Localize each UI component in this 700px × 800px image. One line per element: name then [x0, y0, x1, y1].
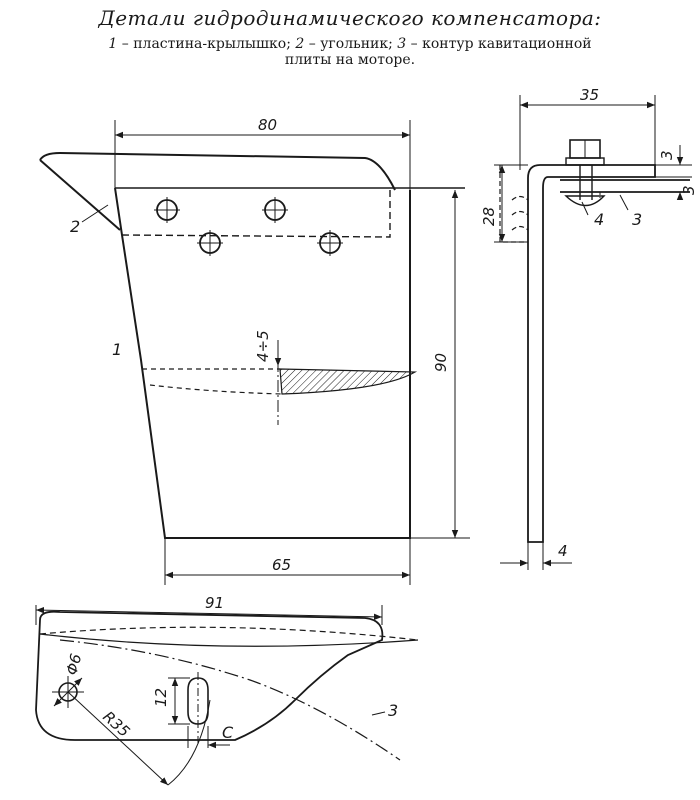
dim-label-c: C — [222, 723, 234, 742]
dim-height: 90 — [432, 353, 450, 372]
rivet-hole — [262, 197, 288, 223]
front-view: 4÷5 80 90 65 2 1 — [39, 116, 470, 585]
label-bolt: 4 — [594, 210, 604, 229]
dim-hole-diameter: Φ6 — [62, 652, 85, 677]
dim-thickness-top: 3 — [658, 150, 676, 160]
caption-part3-text: – контур кавитационной — [406, 36, 592, 52]
dim-side-width: 35 — [580, 86, 599, 104]
label-part2: 2 — [70, 217, 80, 236]
caption-part3-number: 3 — [397, 36, 407, 52]
bracket-hidden-outline — [121, 190, 391, 238]
adjustment-slot — [187, 672, 209, 745]
dim-top-width: 80 — [258, 116, 277, 134]
bend-section-hatched — [279, 368, 418, 395]
plate-outline — [114, 187, 411, 539]
dim-radius: R35 — [99, 708, 133, 741]
rivet-hole — [317, 230, 343, 256]
side-angle-outline — [527, 164, 656, 189]
plan-view: 91 Φ6 R35 12 C 3 — [35, 594, 419, 786]
caption-part1-number: 1 — [108, 36, 118, 52]
caption-line2: плиты на моторе. — [284, 52, 416, 68]
dim-plan-length: 91 — [205, 594, 224, 612]
rivet-holes — [154, 197, 343, 256]
figure-caption: 1 – пластина-крылышко; 2 – угольник; 3 –… — [20, 36, 680, 68]
bend-line-dashed — [142, 368, 283, 395]
rivet-hole — [197, 230, 223, 256]
label-contour: 3 — [388, 701, 398, 720]
dim-thickness-mid: 3 — [680, 185, 698, 195]
plan-outline — [35, 610, 384, 741]
contour-line-3 — [59, 639, 401, 761]
rivet-hole — [154, 197, 180, 223]
plan-fold-edge — [39, 633, 419, 647]
plan-fold-line — [39, 626, 419, 641]
label-part1: 1 — [112, 340, 122, 359]
label-cavitation-plate: 3 — [632, 210, 642, 229]
side-hidden-slot — [499, 165, 529, 243]
dim-line-radius — [67, 691, 169, 786]
side-view: 35 28 3 3 4 4 3 — [480, 86, 698, 570]
dim-side-height: 28 — [480, 207, 498, 226]
caption-part2-text: – угольник; — [304, 36, 393, 52]
dim-line-plan-length — [35, 606, 383, 621]
dim-slot-length: 12 — [152, 688, 170, 707]
angle-bracket-outline — [39, 151, 396, 231]
side-plate-outline — [527, 178, 544, 543]
dim-slot-depth: 4÷5 — [254, 330, 272, 362]
cavitation-plate-outline — [560, 179, 690, 193]
caption-part2-number: 2 — [295, 36, 305, 52]
figure-title: Детали гидродинамического компенсатора: — [98, 6, 602, 30]
bolt — [564, 139, 606, 207]
dim-plate-thickness: 4 — [558, 542, 568, 560]
caption-part1-text: – пластина-крылышко; — [117, 36, 291, 52]
dim-bottom-width: 65 — [272, 556, 291, 574]
